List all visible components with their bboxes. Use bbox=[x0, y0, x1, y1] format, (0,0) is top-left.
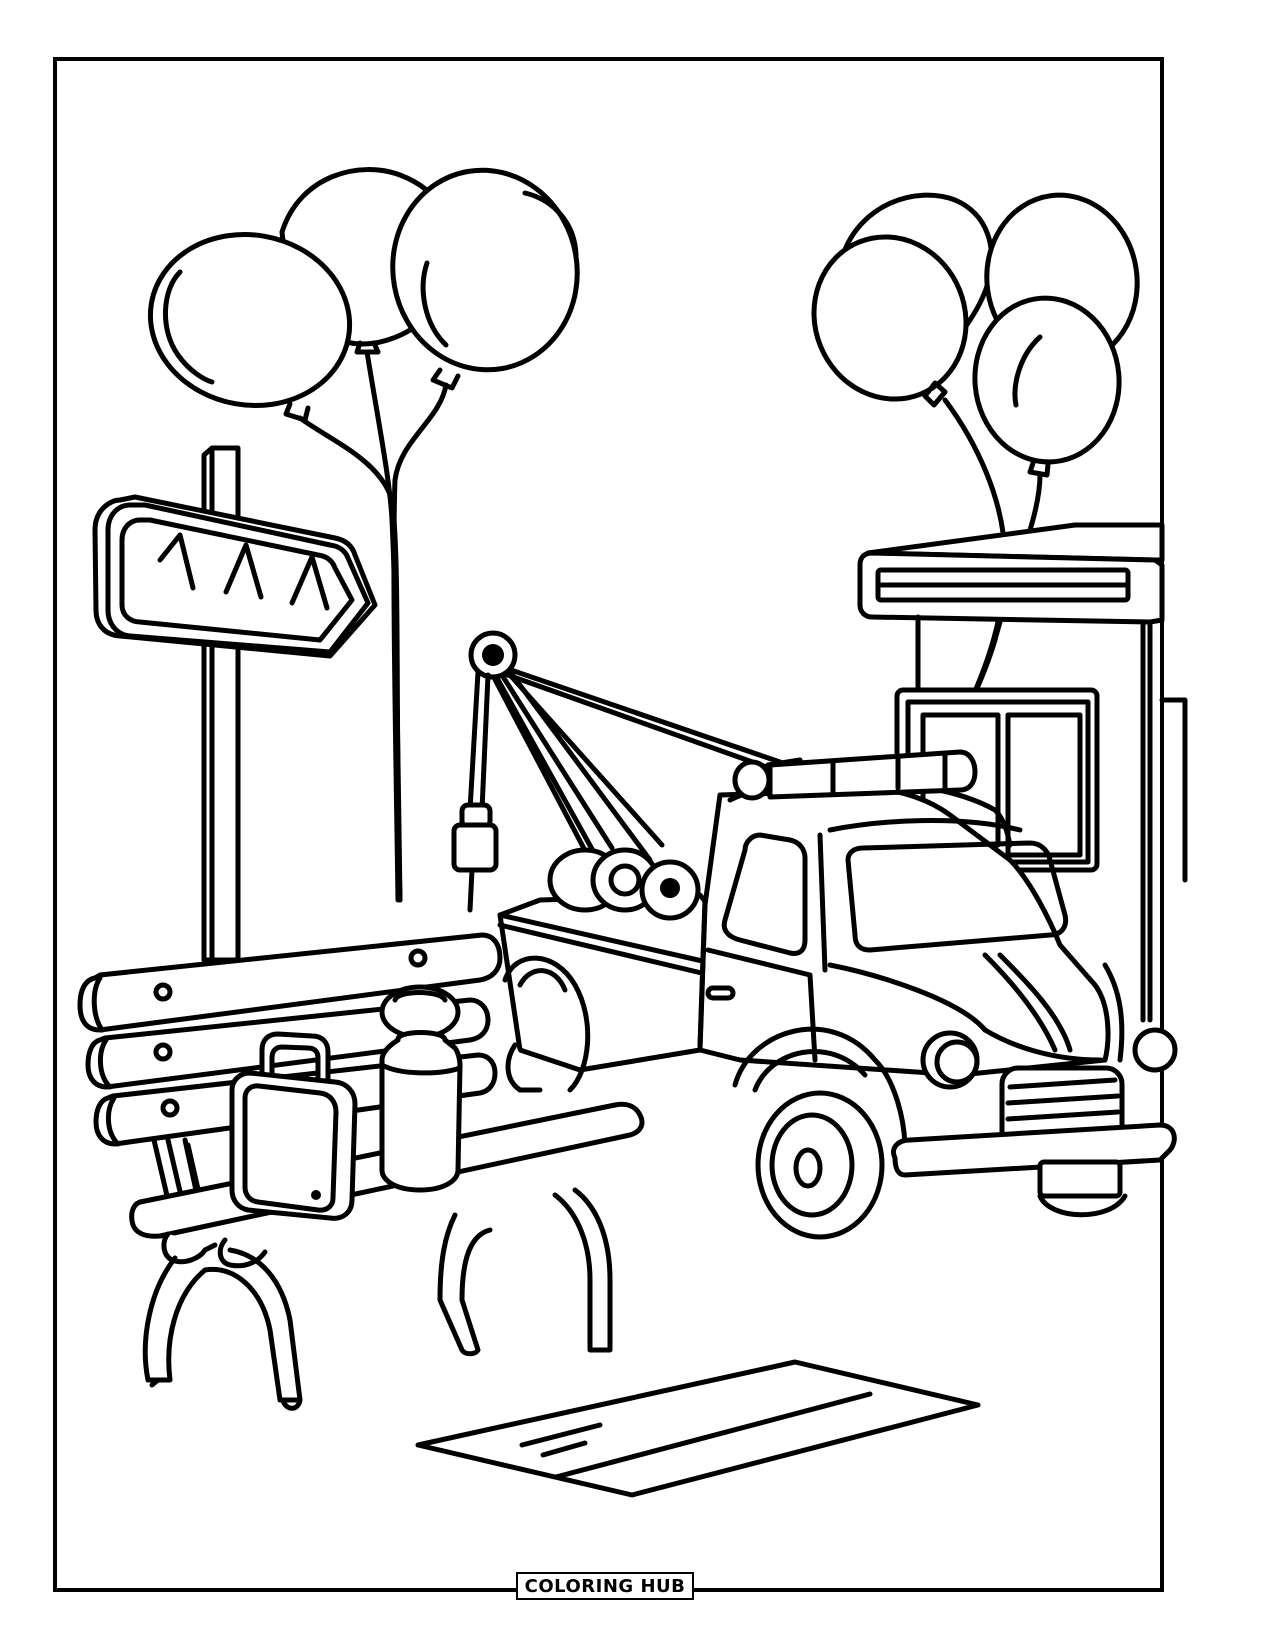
balloon-cluster-left bbox=[147, 167, 580, 903]
balloon-cluster-right bbox=[811, 192, 1140, 751]
headlight-icon bbox=[1132, 1027, 1178, 1073]
bench-leg bbox=[142, 1247, 303, 1411]
balloon-icon bbox=[972, 295, 1122, 478]
thermos bbox=[379, 984, 463, 1193]
light-bar bbox=[732, 749, 978, 801]
road-sign bbox=[92, 445, 378, 963]
headlight-icon bbox=[920, 1030, 980, 1090]
bench-leg bbox=[437, 1187, 613, 1357]
wheel-icon bbox=[755, 1090, 885, 1240]
sign-marks bbox=[157, 532, 330, 611]
balloon-icon bbox=[811, 234, 969, 408]
door-handle-icon bbox=[705, 985, 736, 1001]
floor-mat bbox=[415, 1359, 981, 1498]
balloon-icon bbox=[390, 167, 580, 391]
pulley-hub bbox=[482, 644, 504, 666]
tow-truck bbox=[497, 749, 1178, 1240]
cable-spool bbox=[547, 847, 701, 921]
lunchbox bbox=[229, 1031, 358, 1221]
license-plate bbox=[1037, 1159, 1123, 1199]
brand-label: COLORING HUB bbox=[516, 1572, 694, 1600]
balloon-icon bbox=[147, 232, 353, 423]
